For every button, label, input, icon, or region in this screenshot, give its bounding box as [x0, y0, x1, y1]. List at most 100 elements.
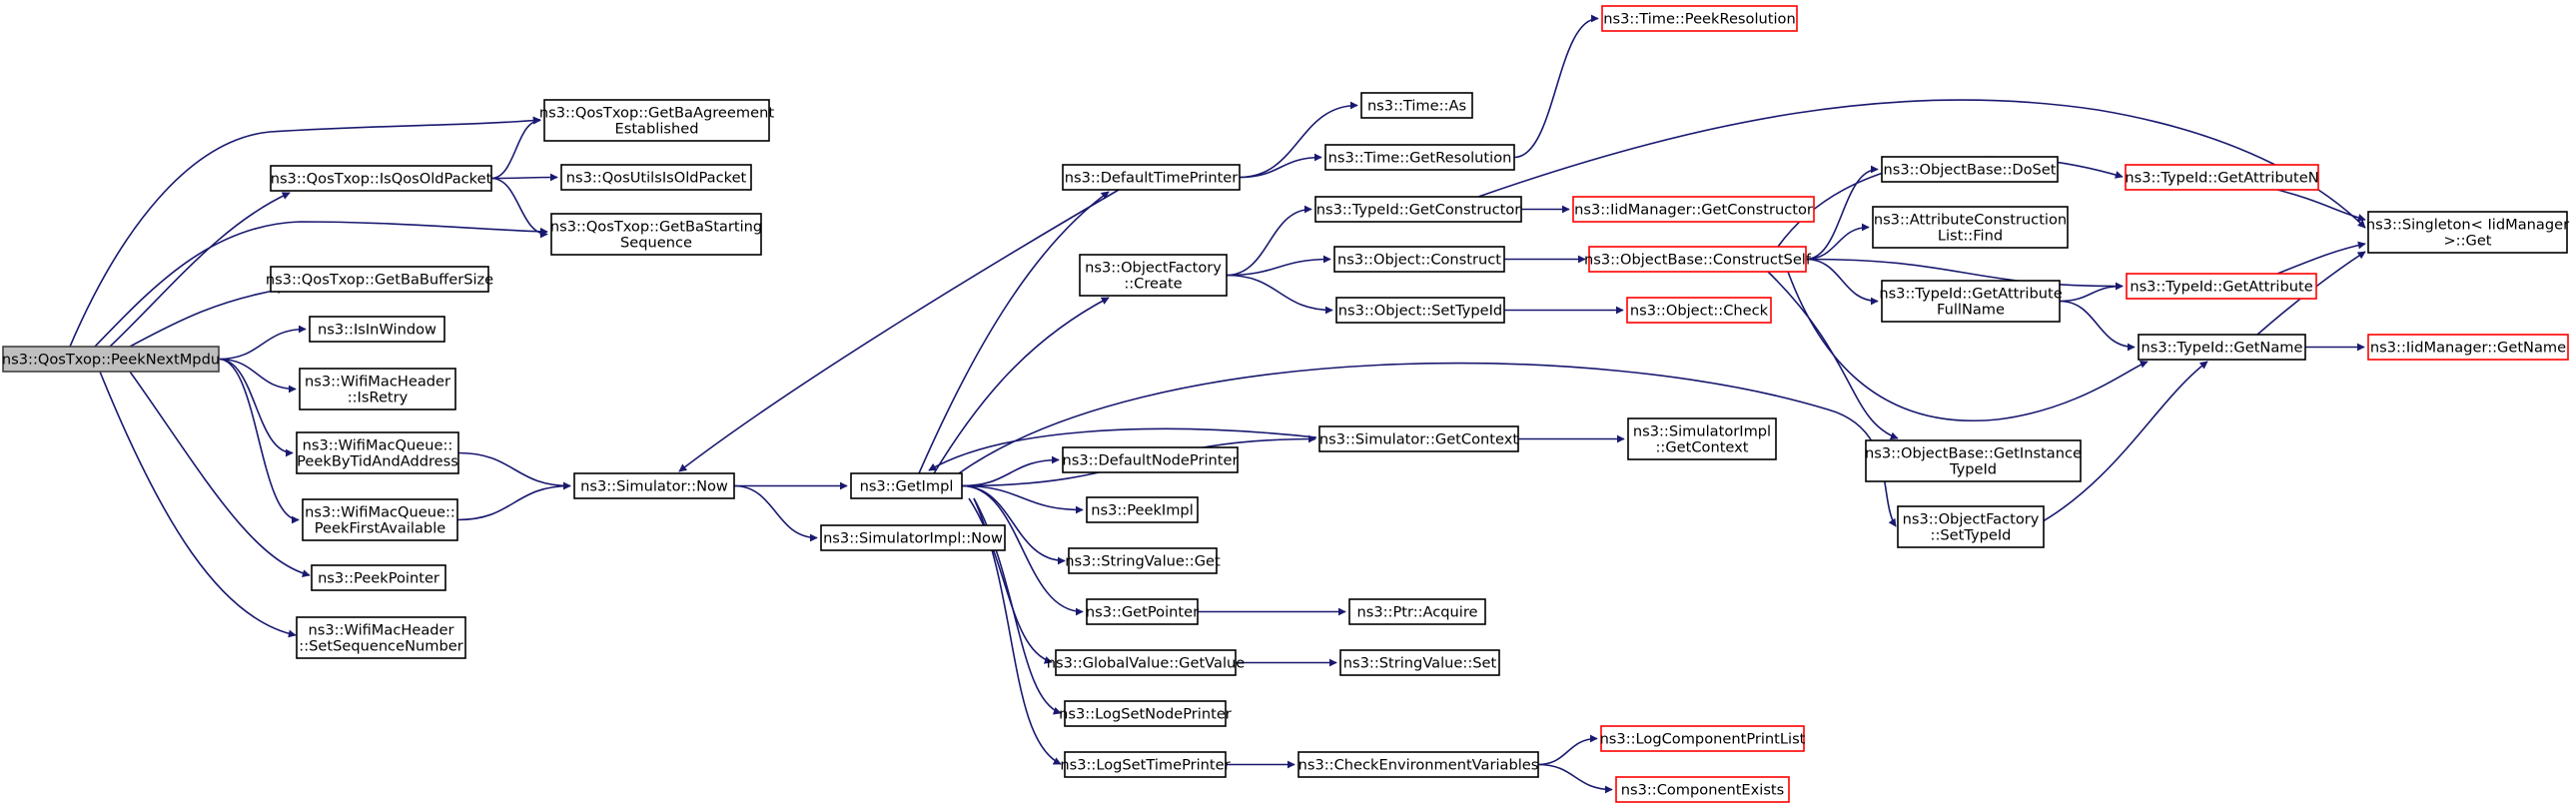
edge-objBaseConstructSelf-to-objBaseDoSet: [1805, 165, 1879, 261]
node-checkEnvVars[interactable]: ns3::CheckEnvironmentVariables: [1297, 751, 1539, 778]
node-peekFirst[interactable]: ns3::WifiMacQueue::PeekFirstAvailable: [302, 498, 458, 541]
node-compExists[interactable]: ns3::ComponentExists: [1615, 776, 1790, 803]
node-typeIdGetName[interactable]: ns3::TypeId::GetName: [2138, 334, 2306, 361]
edge-path: [2276, 241, 2366, 275]
edge-path: [961, 484, 1084, 616]
node-label: ns3::WifiMacQueue::: [303, 437, 453, 454]
node-box: [560, 164, 752, 191]
node-simImplGetContext[interactable]: ns3::SimulatorImpl::GetContext: [1627, 417, 1777, 460]
edge-getImpl-to-peekImpl: [961, 484, 1084, 514]
edge-path: [1805, 165, 1879, 261]
node-box: [2367, 334, 2569, 361]
node-objFactSetTid[interactable]: ns3::ObjectFactory::SetTypeId: [1897, 505, 2045, 548]
node-isInWindow[interactable]: ns3::IsInWindow: [309, 316, 445, 343]
node-typeIdGetCtor[interactable]: ns3::TypeId::GetConstructor: [1314, 196, 1522, 223]
edge-root-to-getBaStarting: [94, 221, 548, 348]
node-label: ns3::TypeId::GetName: [2142, 340, 2303, 357]
node-label: Established: [615, 121, 699, 138]
node-simNow[interactable]: ns3::Simulator::Now: [573, 472, 735, 499]
node-peekImpl[interactable]: ns3::PeekImpl: [1086, 496, 1199, 523]
edge-checkEnvVars-to-compExists: [1537, 763, 1613, 794]
node-box: [1626, 297, 1772, 324]
node-typeIdGetAttr[interactable]: ns3::TypeId::GetAttribute: [2126, 273, 2317, 300]
node-box: [270, 165, 492, 192]
edge-path: [490, 116, 541, 180]
node-stringValueGet[interactable]: ns3::StringValue::Get: [1065, 547, 1221, 574]
node-getImpl[interactable]: ns3::GetImpl: [850, 472, 963, 499]
node-box: [1297, 751, 1539, 778]
edges-layer: [69, 14, 2366, 794]
edge-objBaseConstructSelf-to-typeIdGetName: [1787, 271, 2148, 421]
node-objBaseDoSet[interactable]: ns3::ObjectBase::DoSet: [1881, 156, 2059, 183]
node-objBaseConstructSelf[interactable]: ns3::ObjectBase::ConstructSelf: [1584, 246, 1812, 273]
node-peekPointer[interactable]: ns3::PeekPointer: [311, 564, 446, 591]
edge-path: [129, 371, 311, 578]
node-objFactCreate[interactable]: ns3::ObjectFactory::Create: [1079, 254, 1228, 297]
edge-root-to-setSeqNum: [99, 371, 297, 638]
edge-root-to-peekByTid: [218, 358, 294, 457]
edge-timeGetRes-to-timePeekRes: [1513, 14, 1599, 159]
node-label: ::IsRetry: [348, 390, 409, 406]
edge-root-to-isInWindow: [218, 325, 307, 361]
node-label: ns3::ObjectFactory: [1085, 260, 1222, 277]
node-logSetNodePrinter[interactable]: ns3::LogSetNodePrinter: [1059, 700, 1232, 727]
edge-peekFirst-to-simNow: [456, 481, 571, 521]
node-label: ns3::TypeId::GetAttribute: [2130, 279, 2312, 296]
node-stringValueSet[interactable]: ns3::StringValue::Set: [1339, 649, 1500, 676]
node-box: [1627, 417, 1777, 460]
node-simGetContext[interactable]: ns3::Simulator::GetContext: [1318, 425, 1519, 452]
node-typeIdGetAttrN[interactable]: ns3::TypeId::GetAttributeN: [2125, 164, 2319, 191]
edge-path: [933, 297, 1110, 474]
node-setSeqNum[interactable]: ns3::WifiMacHeader::SetSequenceNumber: [296, 616, 466, 659]
node-simImplNow[interactable]: ns3::SimulatorImpl::Now: [820, 524, 1006, 551]
node-iidGetCtor[interactable]: ns3::IidManager::GetConstructor: [1572, 196, 1815, 223]
node-defTimePrinter[interactable]: ns3::DefaultTimePrinter: [1062, 164, 1241, 191]
edge-path: [218, 358, 294, 457]
node-box: [1324, 144, 1515, 171]
node-label: ns3::IsInWindow: [318, 322, 436, 339]
node-singletonGet[interactable]: ns3::Singleton< IidManager >::Get: [2366, 211, 2569, 254]
node-iidGetName[interactable]: ns3::IidManager::GetName: [2367, 334, 2569, 361]
node-timeAs[interactable]: ns3::Time::As: [1360, 92, 1473, 119]
node-getBaBufferSize[interactable]: ns3::QosTxop::GetBaBufferSize: [266, 266, 493, 293]
node-label: ns3::Simulator::Now: [580, 478, 728, 495]
edge-typeIdGetAttr-to-singletonGet: [2276, 241, 2366, 275]
node-box: [1601, 5, 1798, 32]
node-root[interactable]: ns3::QosTxop::PeekNextMpdu: [2, 346, 220, 373]
node-globalValueGet[interactable]: ns3::GlobalValue::GetValue: [1047, 649, 1246, 676]
edge-objBaseConstructSelf-to-attrConstructFind: [1805, 223, 1870, 261]
node-label: ns3::Time::PeekResolution: [1603, 11, 1795, 28]
node-getPointer[interactable]: ns3::GetPointer: [1086, 598, 1199, 625]
node-objCheck[interactable]: ns3::Object::Check: [1626, 297, 1772, 324]
node-qosUtilsIsOld[interactable]: ns3::QosUtilsIsOldPacket: [560, 164, 752, 191]
node-label: ns3::GlobalValue::GetValue: [1047, 655, 1246, 672]
node-defNodePrinter[interactable]: ns3::DefaultNodePrinter: [1062, 446, 1239, 473]
node-box: [2126, 273, 2317, 300]
node-label: ns3::WifiMacHeader: [305, 374, 450, 391]
node-label: ns3::CheckEnvironmentVariables: [1298, 757, 1539, 774]
node-box: [1079, 254, 1228, 297]
node-label: ::Create: [1124, 276, 1182, 293]
edge-objFactCreate-to-objSetTypeId: [1226, 274, 1333, 315]
node-isQosOldPacket[interactable]: ns3::QosTxop::IsQosOldPacket: [270, 165, 492, 192]
node-label: ns3::QosTxop::GetBaBufferSize: [266, 272, 493, 289]
node-timePeekRes[interactable]: ns3::Time::PeekResolution: [1601, 5, 1798, 32]
node-logCompPrintList[interactable]: ns3::LogComponentPrintList: [1600, 725, 1806, 752]
node-objSetTypeId[interactable]: ns3::Object::SetTypeId: [1335, 297, 1505, 324]
node-label: ns3::Simulator::GetContext: [1319, 431, 1518, 448]
node-isRetry[interactable]: ns3::WifiMacHeader::IsRetry: [299, 368, 456, 410]
edge-path: [94, 221, 548, 348]
node-objConstruct[interactable]: ns3::Object::Construct: [1333, 246, 1505, 273]
node-logSetTimePrinter[interactable]: ns3::LogSetTimePrinter: [1060, 751, 1231, 778]
node-peekByTid[interactable]: ns3::WifiMacQueue::PeekByTidAndAddress: [296, 431, 459, 474]
node-ptrAcquire[interactable]: ns3::Ptr::Acquire: [1348, 598, 1486, 625]
node-timeGetRes[interactable]: ns3::Time::GetResolution: [1324, 144, 1515, 171]
edge-path: [99, 371, 297, 638]
edge-path: [1513, 14, 1599, 159]
node-label: PeekByTidAndAddress: [297, 453, 458, 470]
